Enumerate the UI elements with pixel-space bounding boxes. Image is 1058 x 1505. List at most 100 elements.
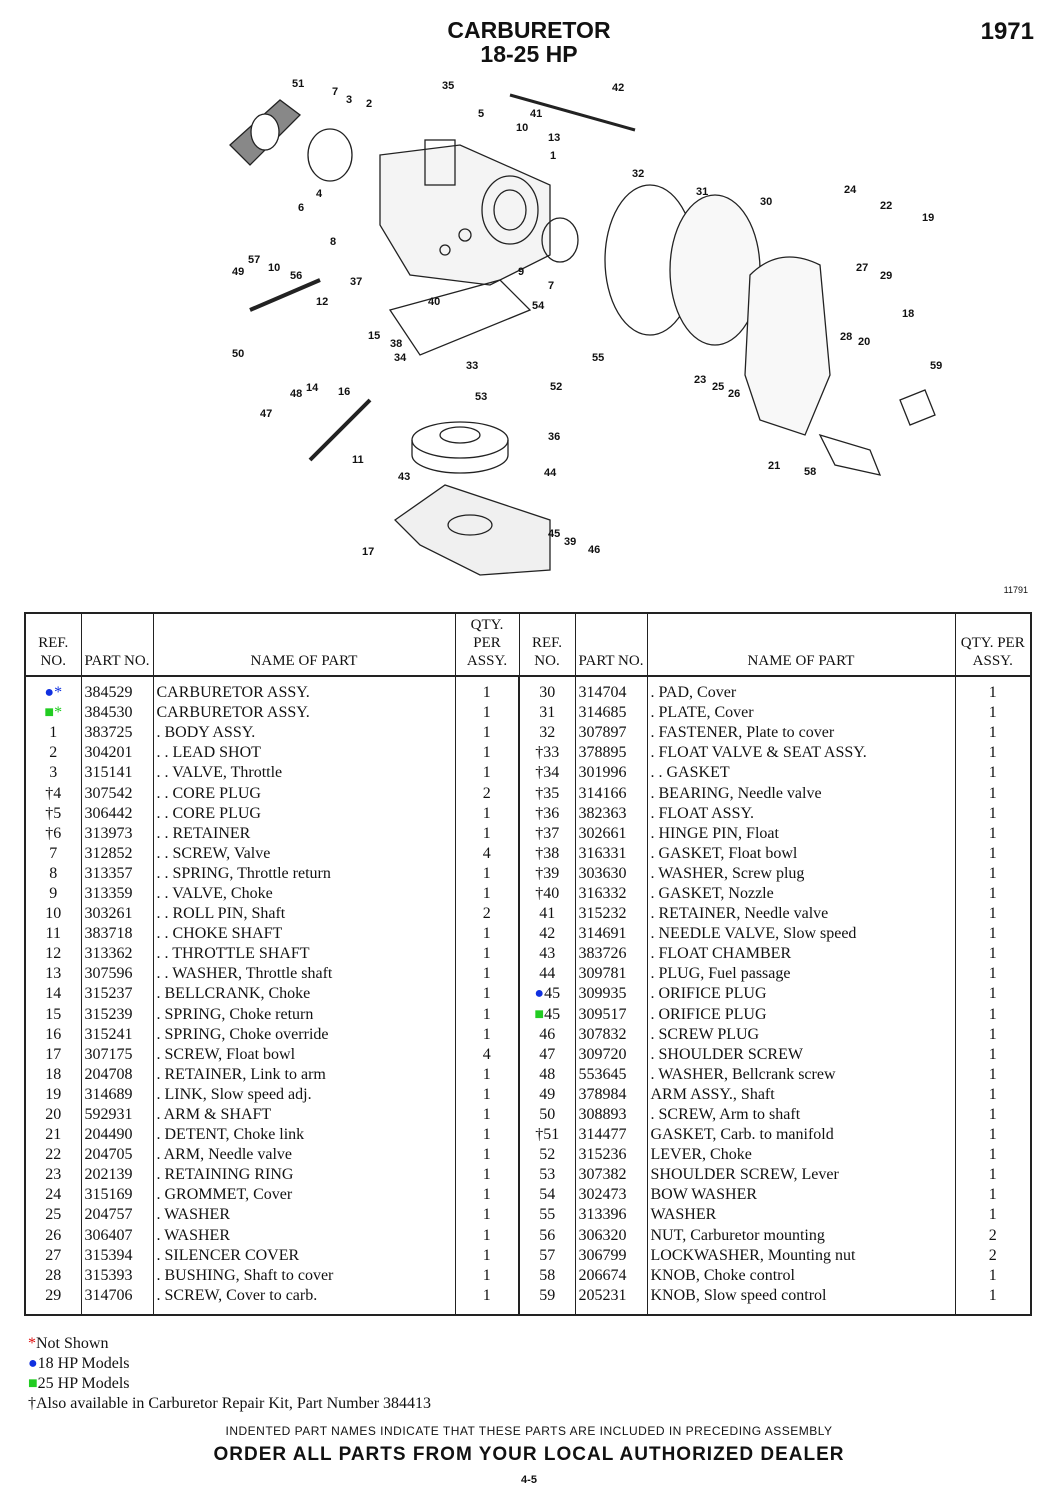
part-no-cell: 303630 (574, 863, 647, 884)
part-no-cell: 313359 (80, 883, 153, 905)
callout-label: 51 (292, 78, 304, 90)
part-name-cell: . FASTENER, Plate to cover (646, 723, 955, 744)
part-name-cell: . . SCREW, Valve (152, 843, 455, 864)
qty-cell: 1 (954, 1084, 1032, 1105)
part-no-cell: 313973 (80, 823, 153, 844)
ref-no-cell: †33 (518, 743, 575, 764)
callout-label: 15 (368, 330, 380, 342)
part-no-cell: 301996 (574, 763, 647, 784)
part-name-cell: . RETAINER, Needle valve (646, 904, 955, 925)
callout-label: 7 (332, 86, 338, 98)
part-no-cell: 307382 (574, 1165, 647, 1186)
ref-no-cell: ■* (24, 703, 81, 724)
qty-cell: 1 (454, 1265, 519, 1286)
part-no-cell: 383726 (574, 944, 647, 965)
callout-label: 26 (728, 388, 740, 400)
ref-no-cell: †37 (518, 823, 575, 844)
callout-label: 44 (544, 467, 557, 479)
ref-no-cell: 29 (24, 1285, 81, 1316)
qty-cell: 1 (954, 904, 1032, 925)
part-name-cell: . SILENCER COVER (152, 1245, 455, 1266)
ref-no-cell: 21 (24, 1125, 81, 1146)
ref-no-cell: 22 (24, 1145, 81, 1166)
choke-knob-drawing (818, 433, 882, 476)
part-no-cell: 307542 (80, 783, 153, 804)
cover-pad-drawing (669, 194, 761, 346)
qty-cell: 1 (954, 1004, 1032, 1025)
callout-label: 49 (232, 266, 244, 278)
part-no-cell: 315232 (574, 904, 647, 925)
ref-no-cell: †39 (518, 863, 575, 884)
part-no-cell: 307897 (574, 723, 647, 744)
callout-label: 38 (390, 338, 402, 350)
qty-cell: 1 (954, 1044, 1032, 1065)
callout-label: 48 (290, 388, 302, 400)
qty-cell: 1 (454, 1004, 519, 1025)
part-no-cell: 306407 (80, 1225, 153, 1246)
callout-label: 50 (232, 348, 244, 360)
callout-label: 39 (564, 536, 576, 548)
ref-no-cell: 7 (24, 843, 81, 864)
qty-cell: 1 (954, 783, 1032, 804)
note-repair-kit: †Also available in Carburetor Repair Kit… (28, 1395, 432, 1412)
qty-cell: 1 (454, 1024, 519, 1045)
ref-no-cell: 16 (24, 1024, 81, 1045)
ref-no-cell: 18 (24, 1064, 81, 1085)
part-name-cell: . PLUG, Fuel passage (646, 964, 955, 985)
ref-no-cell: 46 (518, 1024, 575, 1045)
throttle-valve-drawing (307, 128, 353, 182)
part-name-cell: KNOB, Slow speed control (646, 1285, 955, 1316)
part-name-cell: WASHER (646, 1205, 955, 1226)
callout-label: 17 (362, 546, 374, 558)
ref-no-cell: 19 (24, 1084, 81, 1105)
ref-no-cell: ■45 (518, 1004, 575, 1025)
header-part-right: PART NO. (574, 612, 647, 677)
qty-cell: 4 (454, 843, 519, 864)
part-no-cell: 308893 (574, 1104, 647, 1126)
ref-no-cell: †6 (24, 823, 81, 844)
callout-label: 55 (592, 352, 604, 364)
part-no-cell: 206674 (574, 1265, 647, 1286)
qty-cell: 1 (454, 1165, 519, 1186)
part-name-cell: . WASHER, Bellcrank screw (646, 1064, 955, 1085)
callout-label: 12 (316, 296, 328, 308)
callout-label: 24 (844, 184, 857, 196)
ref-no-cell: 55 (518, 1205, 575, 1226)
part-name-cell: . BELLCRANK, Choke (152, 984, 455, 1005)
ref-no-cell: 23 (24, 1165, 81, 1186)
ref-no-cell: 48 (518, 1064, 575, 1085)
ref-no-cell: 11 (24, 924, 81, 945)
ref-no-cell: 17 (24, 1044, 81, 1065)
part-no-cell: 302661 (574, 823, 647, 844)
part-name-cell: KNOB, Choke control (646, 1265, 955, 1286)
qty-cell: 1 (954, 924, 1032, 945)
ref-no-cell: 53 (518, 1165, 575, 1186)
callout-label: 42 (612, 82, 624, 94)
header-name-right: NAME OF PART (646, 612, 955, 677)
ref-no-cell: 43 (518, 944, 575, 965)
qty-cell: 1 (454, 984, 519, 1005)
part-name-cell: CARBURETOR ASSY. (152, 703, 455, 724)
callout-label: 33 (466, 360, 478, 372)
part-no-cell: 384529 (80, 676, 153, 704)
qty-cell: 2 (954, 1245, 1032, 1266)
part-no-cell: 315141 (80, 763, 153, 784)
ref-no-cell: 52 (518, 1145, 575, 1166)
qty-cell: 1 (454, 1205, 519, 1226)
part-name-cell: . SCREW, Float bowl (152, 1044, 455, 1065)
ref-no-cell: 59 (518, 1285, 575, 1316)
qty-cell: 1 (454, 1285, 519, 1316)
header-qty-left: QTY. PER ASSY. (454, 612, 519, 677)
note-25hp: ■25 HP Models (28, 1375, 130, 1392)
qty-cell: 1 (454, 763, 519, 784)
part-no-cell: 378895 (574, 743, 647, 764)
qty-cell: 1 (454, 1245, 519, 1266)
order-note: ORDER ALL PARTS FROM YOUR LOCAL AUTHORIZ… (213, 1444, 845, 1465)
